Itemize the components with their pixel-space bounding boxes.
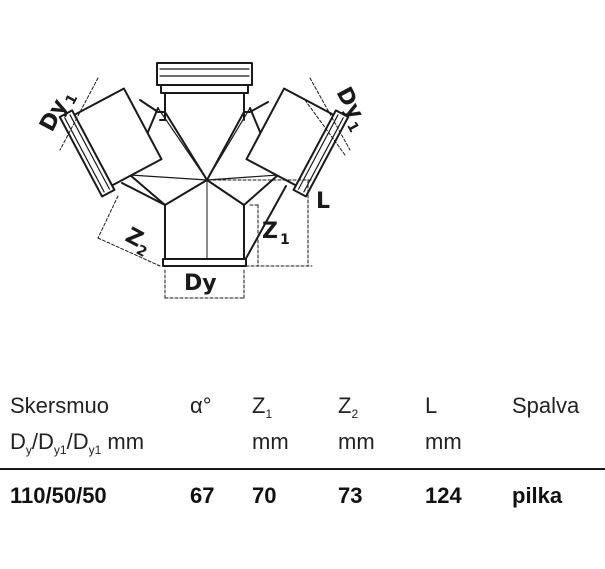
header-L: L (425, 393, 438, 418)
header-L-unit: mm (425, 429, 462, 454)
header-z2-unit: mm (338, 429, 375, 454)
cell-color: pilka (512, 483, 563, 508)
label-z1-sub: 1 (280, 232, 290, 248)
cell-L: 124 (425, 483, 462, 508)
header-color: Spalva (512, 393, 580, 418)
header-z2: Z2 (338, 393, 359, 421)
label-dy: Dy (184, 271, 217, 296)
label-L: L (316, 189, 330, 214)
cell-alpha: 67 (190, 483, 215, 508)
header-alpha: α° (190, 393, 212, 418)
dimension-lines (59, 77, 351, 301)
fitting-body (121, 99, 287, 267)
header-divider (0, 468, 605, 470)
left-branch-socket (58, 87, 163, 198)
spec-table: Skersmuo Dy/Dy1/Dy1 mm α° Z1 mm Z2 mm L … (0, 385, 605, 508)
pipe-cross-fitting-diagram: Dy 1 Dy 1 L Z 1 Z 2 Dy (35, 62, 368, 301)
table-row: 110/50/50 67 70 73 124 pilka (0, 479, 605, 513)
header-z1-unit: mm (252, 429, 289, 454)
label-z1: Z (262, 219, 278, 244)
cell-z2: 73 (338, 483, 363, 508)
right-branch-socket (245, 87, 350, 198)
header-size-sub: Dy/Dy1/Dy1 mm (10, 429, 145, 457)
top-socket (156, 62, 253, 121)
header-size-title: Skersmuo (10, 393, 110, 418)
table-header: Skersmuo Dy/Dy1/Dy1 mm α° Z1 mm Z2 mm L … (0, 385, 605, 465)
header-z1: Z1 (252, 393, 273, 421)
cell-size: 110/50/50 (10, 483, 107, 508)
cell-z1: 70 (252, 483, 277, 508)
